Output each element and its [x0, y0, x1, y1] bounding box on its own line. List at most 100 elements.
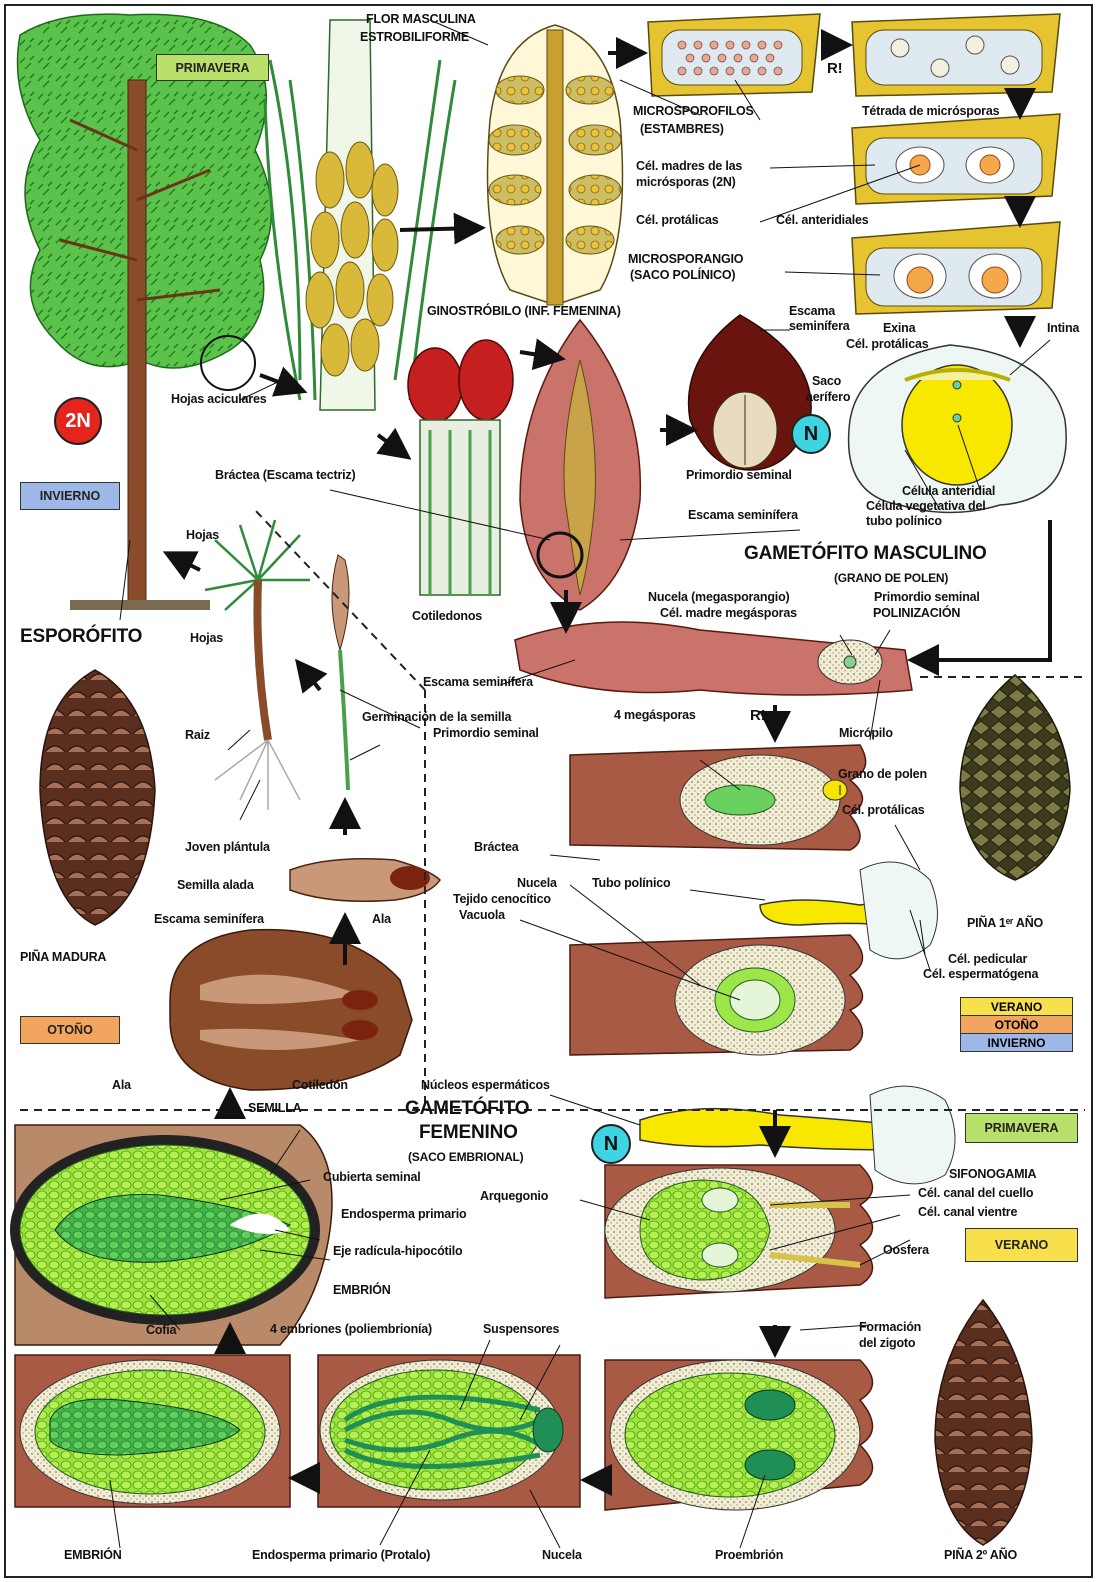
label-joven-plantula: Joven plántula [185, 840, 270, 855]
label-grano-de-polen: (GRANO DE POLEN) [834, 571, 948, 585]
seedling [205, 520, 349, 810]
ovuliferous-scale [515, 622, 912, 695]
label-nucela-megasporangio: Nucela (megasporangio) [648, 590, 789, 605]
label-primordio-seminal-3: Primordio seminal [433, 726, 539, 741]
label-nucleos-espermaticos: Núcleos espermáticos [421, 1078, 550, 1093]
label-flor-masculina: FLOR MASCULINA [366, 12, 476, 27]
label-semilla-alada: Semilla alada [177, 878, 254, 893]
label-estambres: (ESTAMBRES) [640, 122, 724, 137]
label-sifonogamia: SIFONOGAMIA [949, 1167, 1036, 1182]
microsporangium-3 [852, 114, 1060, 204]
label-estrobiliforme: ESTROBILIFORME [360, 30, 469, 45]
label-ala-mid: Ala [372, 912, 391, 927]
ploidy-badge-n-top: N [791, 414, 831, 454]
label-endosperma-primario: Endosperma primario [341, 1207, 466, 1222]
label-cel-espermatogena: Cél. espermatógena [923, 967, 1038, 982]
label-eje-radicula: Eje radícula-hipocótilo [333, 1244, 462, 1259]
season-stack-invierno: INVIERNO [961, 1034, 1072, 1051]
label-cel-canal-cuello: Cél. canal del cuello [918, 1186, 1033, 1201]
ovule-archegonia [605, 1165, 873, 1298]
label-intina: Intina [1047, 321, 1079, 336]
first-year-cone [960, 675, 1070, 880]
label-exina: Exina [883, 321, 915, 336]
label-hojas-mid: Hojas [190, 631, 223, 646]
season-stack-otono: OTOÑO [961, 1016, 1072, 1034]
label-hojas-aciculares: Hojas aciculares [171, 392, 266, 407]
label-bractea-escama: Bráctea (Escama tectriz) [215, 468, 355, 483]
label-cel-anteridiales: Cél. anteridiales [776, 213, 868, 228]
season-badge-verano-right: VERANO [965, 1228, 1078, 1262]
label-cel-protalicas-pollen: Cél. protálicas [846, 337, 928, 352]
label-escama-seminifera-mid: Escama seminífera [688, 508, 798, 523]
microsporangium-1 [648, 14, 820, 96]
ovule-embryo [15, 1355, 290, 1507]
label-endosperma-protalo: Endosperma primario (Protalo) [252, 1548, 430, 1563]
label-microsporofilos: MICROSPOROFILOS [633, 104, 754, 119]
label-meiosis-mid: R! [750, 708, 765, 723]
label-pina-madura: PIÑA MADURA [20, 950, 106, 965]
label-gametofito-femenino-2: FEMENINO [419, 1122, 518, 1144]
seed-scale-pair [170, 930, 412, 1090]
ovule-four-embryos [318, 1355, 580, 1507]
label-gametofito-masculino: GAMETÓFITO MASCULINO [744, 543, 987, 565]
label-primordio-seminal-2: Primordio seminal [874, 590, 980, 605]
season-badge-primavera-top: PRIMAVERA [156, 54, 269, 81]
label-embrion-bottom: EMBRIÓN [64, 1548, 122, 1563]
label-semilla: SEMILLA [248, 1101, 301, 1116]
label-escama-seminifera-1: Escama [789, 304, 835, 319]
label-cel-pedicular: Cél. pedicular [948, 952, 1027, 967]
season-badge-otono: OTOÑO [20, 1016, 120, 1044]
female-strobilus-section [520, 320, 640, 610]
label-escama-seminifera-low: Escama seminífera [423, 675, 533, 690]
label-cel-madre-megasporas: Cél. madre megásporas [660, 606, 797, 621]
pine-tree [18, 14, 272, 610]
label-gametofito-femenino-1: GAMETÓFITO [405, 1098, 529, 1120]
label-cotiledonos: Cotiledonos [412, 609, 482, 624]
label-cofia: Cofia [146, 1323, 176, 1338]
label-pina-2-ano: PIÑA 2º AÑO [944, 1548, 1017, 1563]
season-badge-primavera-right: PRIMAVERA [965, 1113, 1078, 1143]
microsporangium-4 [852, 222, 1060, 314]
label-proembrion: Proembrión [715, 1548, 783, 1563]
season-stack: VERANO OTOÑO INVIERNO [960, 997, 1073, 1052]
label-celula-vegetativa-2: tubo polínico [866, 514, 942, 529]
label-cuatro-embriones: 4 embriones (poliembrionía) [270, 1322, 432, 1337]
label-saco-embrional: (SACO EMBRIONAL) [408, 1150, 523, 1164]
label-escama-seminifera-2: seminífera [789, 319, 850, 334]
label-meiosis-top: R! [827, 61, 842, 76]
label-formacion-2: del zigoto [859, 1336, 915, 1351]
label-suspensores: Suspensores [483, 1322, 559, 1337]
winged-seed [290, 859, 440, 902]
label-cotiledon: Cotiledón [292, 1078, 348, 1093]
label-grano-polen: Grano de polen [838, 767, 927, 782]
label-formacion-1: Formación [859, 1320, 921, 1335]
seed-section [10, 1125, 332, 1345]
label-cel-madres-2: micrósporas (2N) [636, 175, 736, 190]
label-hojas-top: Hojas [186, 528, 219, 543]
label-ala-bottom: Ala [112, 1078, 131, 1093]
label-raiz: Raiz [185, 728, 210, 743]
label-micropilo: Micrópilo [839, 726, 893, 741]
ovule-proembryo [605, 1360, 873, 1510]
season-badge-invierno: INVIERNO [20, 482, 120, 510]
label-nucela-bottom: Nucela [542, 1548, 582, 1563]
label-cel-protalicas-top: Cél. protálicas [636, 213, 718, 228]
label-pina-1-ano: PIÑA 1ᵉʳ AÑO [967, 916, 1043, 931]
label-tejido-cenocitico: Tejido cenocítico [453, 892, 551, 907]
label-cel-protalicas-low: Cél. protálicas [842, 803, 924, 818]
ovule-4-megaspores [570, 745, 866, 850]
label-primordio-seminal: Primordio seminal [686, 468, 792, 483]
label-saco-aerifero-2: aerífero [806, 390, 850, 405]
label-ginostrobilo: GINOSTRÓBILO (INF. FEMENINA) [427, 304, 621, 319]
label-cuatro-megasporas: 4 megásporas [614, 708, 696, 723]
ploidy-badge-2n: 2N [54, 397, 102, 445]
male-strobilus-section [488, 25, 623, 305]
label-germinacion: Germinación de la semilla [362, 710, 511, 725]
label-nucela-mid: Nucela [517, 876, 557, 891]
label-polinizacion: POLINIZACIÓN [873, 606, 960, 621]
label-escama-seminifera-bottom: Escama seminífera [154, 912, 264, 927]
label-embrion-top: EMBRIÓN [333, 1283, 391, 1298]
label-tubo-polinico: Tubo polínico [592, 876, 670, 891]
